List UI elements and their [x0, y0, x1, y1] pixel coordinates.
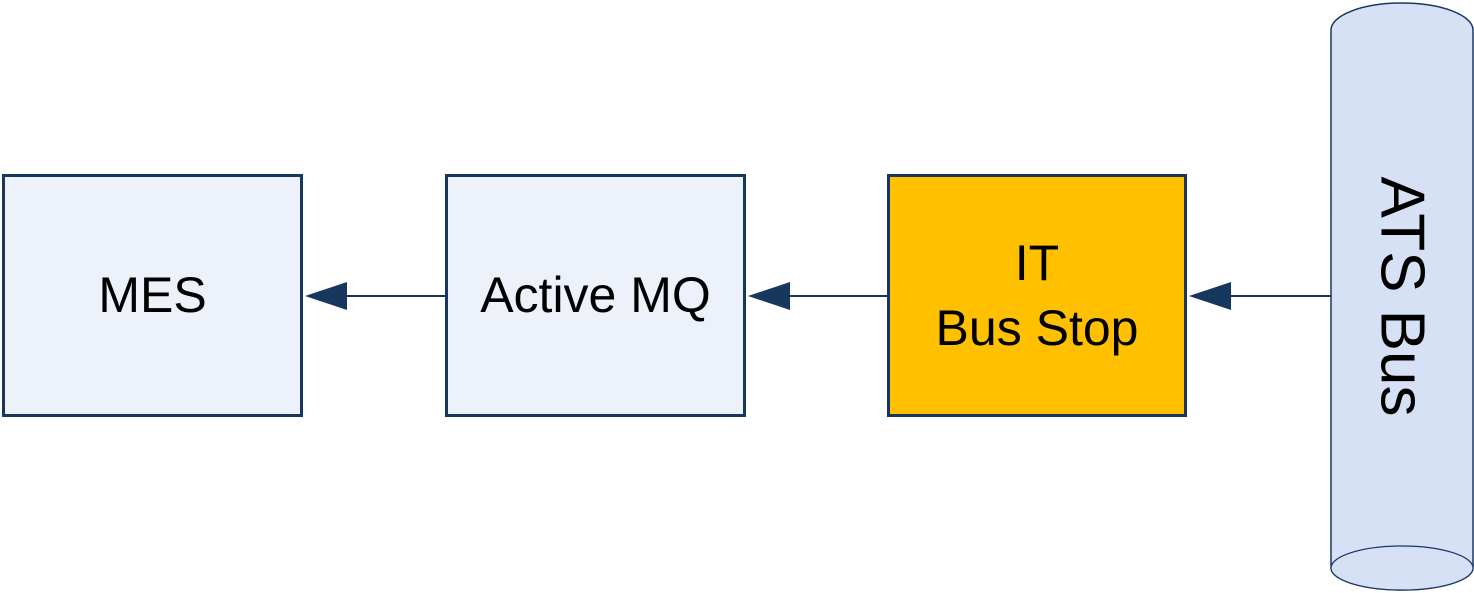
node-mes: MES — [2, 174, 303, 417]
node-label-mes: MES — [98, 267, 207, 323]
edge-ats-bus-to-it-bus-stop — [1189, 282, 1332, 310]
edge-arrowhead-left-icon — [305, 282, 347, 310]
node-label-active-mq: Active MQ — [480, 267, 711, 323]
node-active-mq: Active MQ — [445, 174, 746, 417]
edge-it-bus-stop-to-active-mq — [748, 282, 888, 310]
edge-arrowhead-left-icon — [748, 282, 790, 310]
cylinder-bottom-ellipse — [1330, 545, 1474, 591]
node-label-it-bus-stop: IT Bus Stop — [935, 234, 1139, 356]
cylinder-body — [1330, 2, 1474, 591]
edge-arrowhead-left-icon — [1189, 282, 1231, 310]
edge-active-mq-to-mes — [305, 282, 446, 310]
node-ats-bus-cylinder — [1330, 2, 1474, 591]
node-it-bus-stop: IT Bus Stop — [887, 174, 1187, 417]
